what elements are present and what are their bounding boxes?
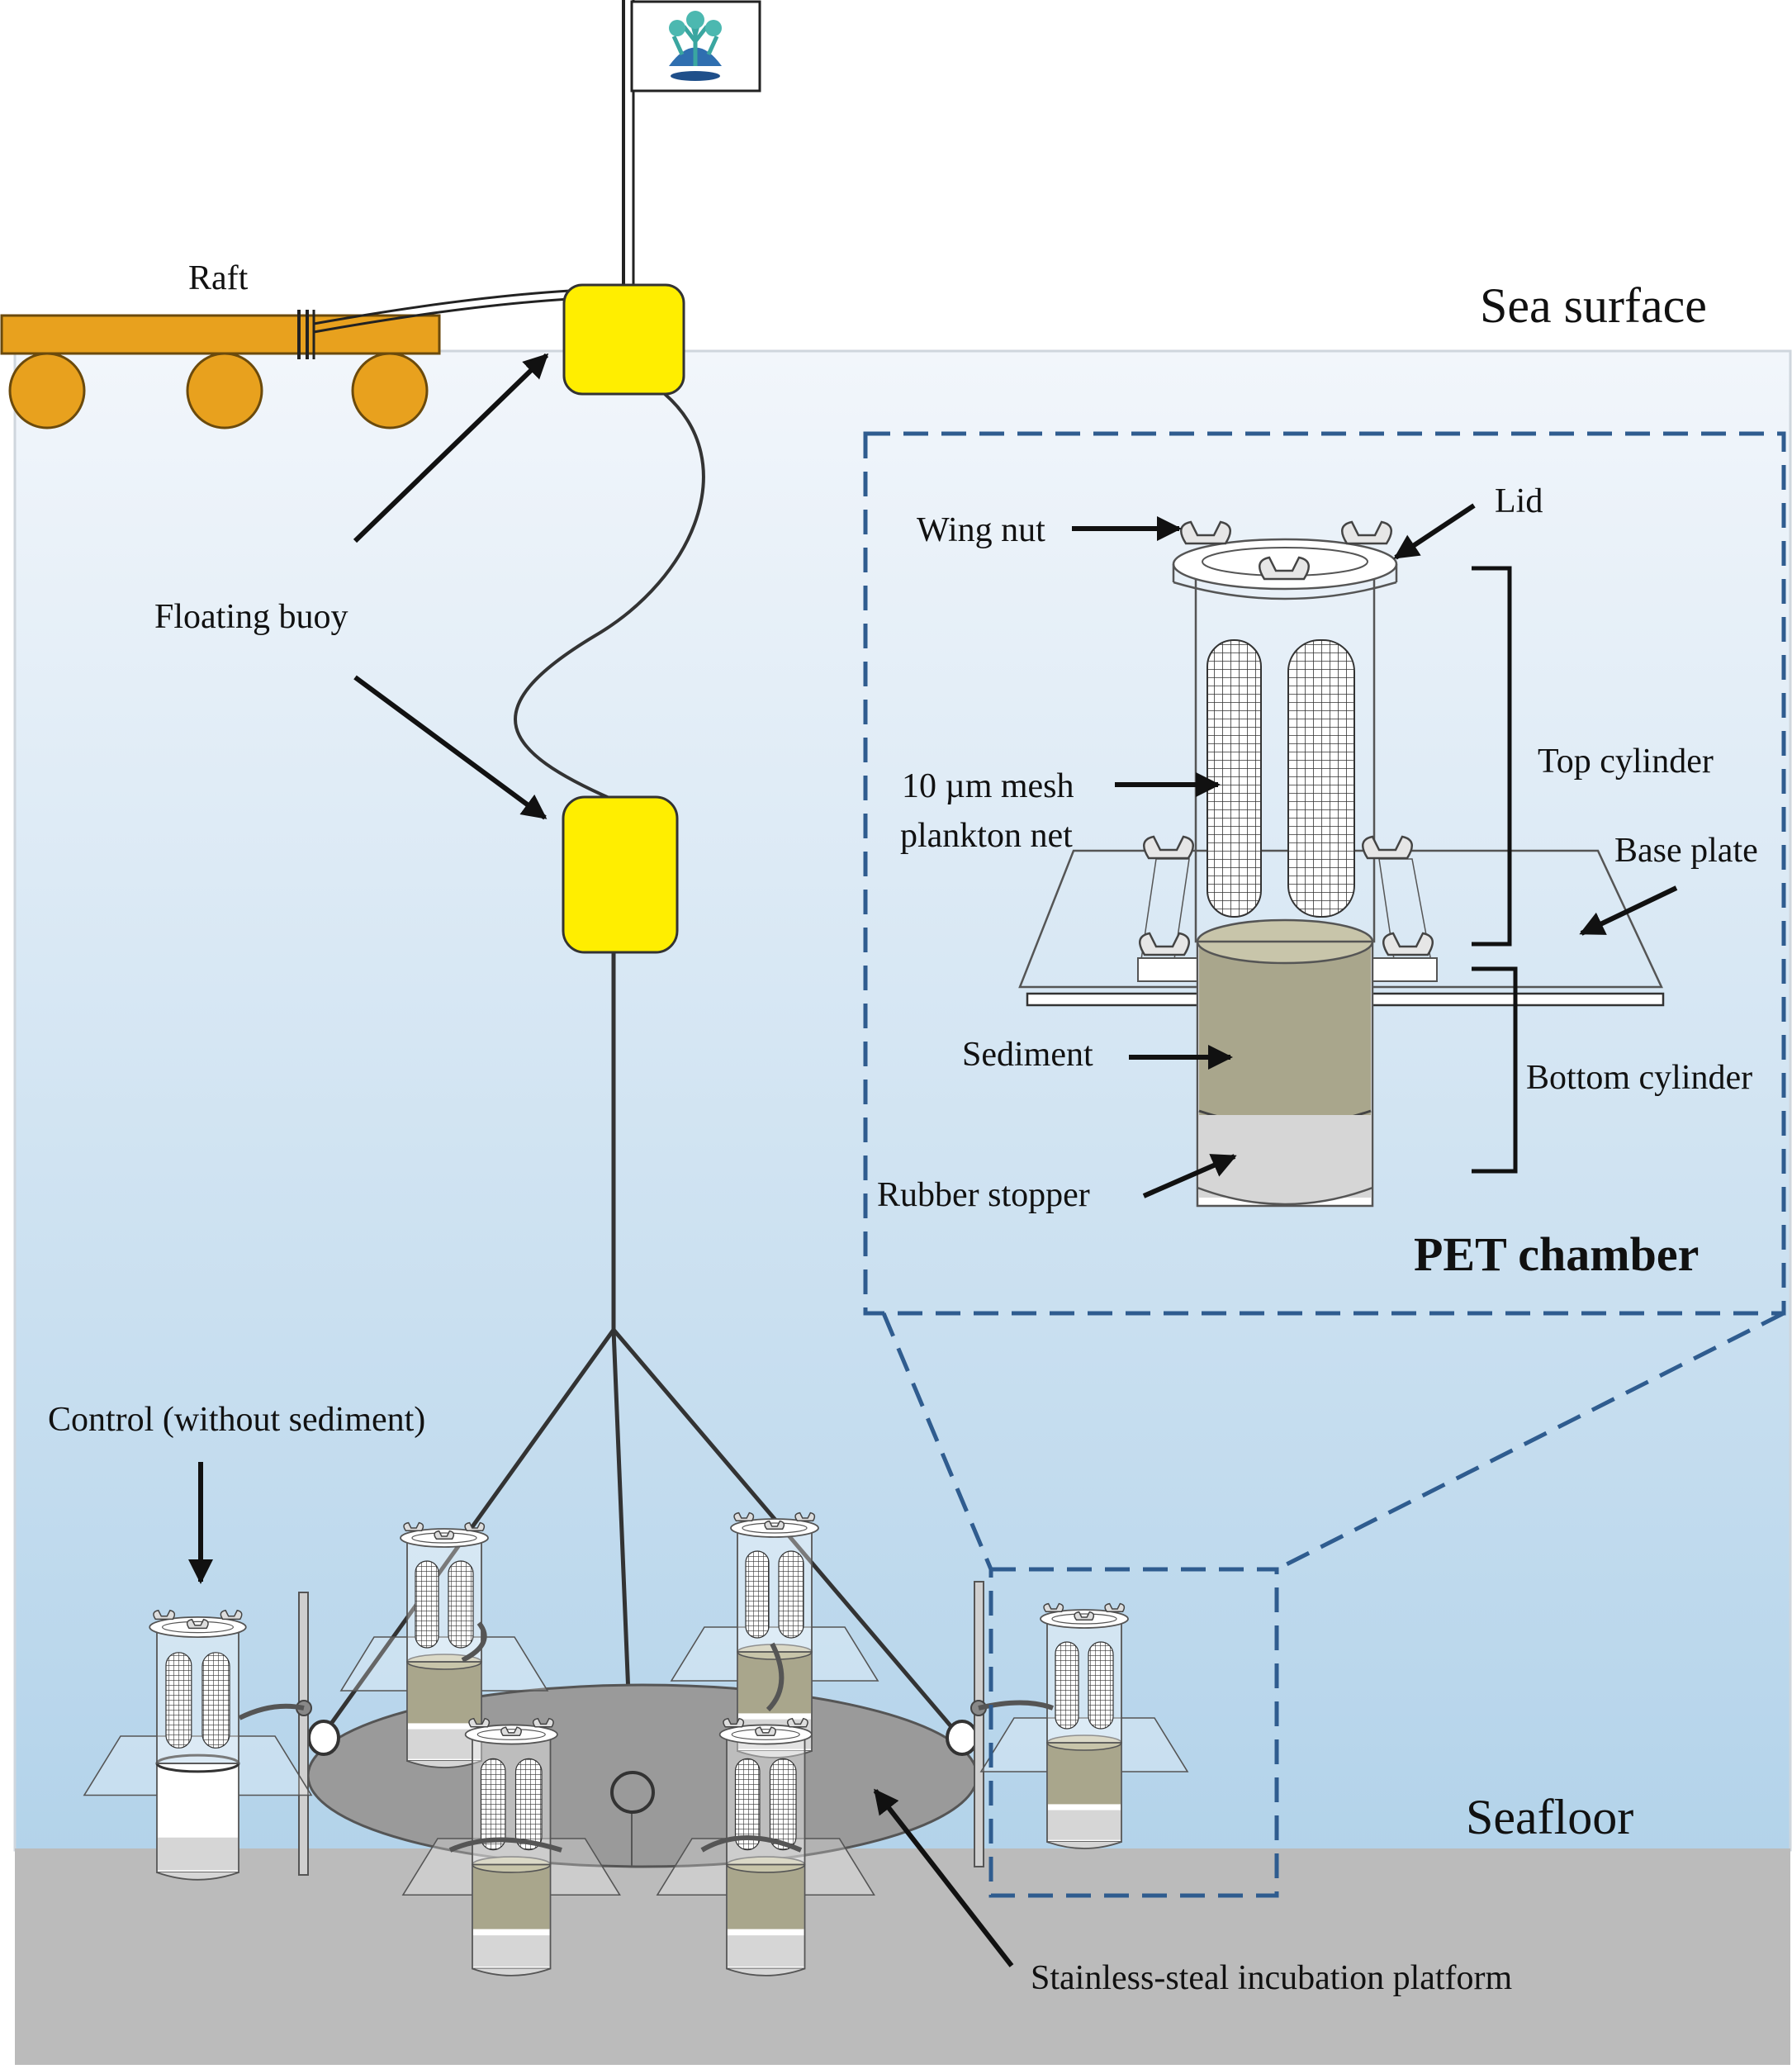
chamber-control (83, 1609, 313, 1881)
label-control: Control (without sediment) (48, 1401, 425, 1439)
label-floating-buoy: Floating buoy (154, 598, 348, 636)
arrow-lower-buoy (353, 675, 548, 820)
detail-wingnut-plate-back-right (1362, 835, 1413, 860)
strap-back-right (766, 1642, 785, 1712)
detail-chamber (1018, 520, 1665, 1208)
chamber-back-left (339, 1521, 549, 1768)
detail-rubber-stopper (1199, 1115, 1371, 1198)
label-top-cylinder: Top cylinder (1538, 743, 1714, 781)
label-base-plate: Base plate (1614, 832, 1758, 870)
arrow-platform (873, 1788, 1014, 1967)
chamber-back-right (670, 1511, 879, 1758)
detail-wingnut-lid-right (1341, 520, 1392, 545)
bottom-cylinder-bracket (1472, 966, 1518, 1174)
pole-right (974, 1581, 984, 1867)
raft-rope (313, 289, 571, 325)
label-sediment: Sediment (962, 1036, 1093, 1074)
arrow-lid (1393, 503, 1476, 560)
strap-back-left (461, 1621, 487, 1663)
top-cylinder-bracket (1472, 566, 1512, 947)
label-platform: Stainless-steal incubation platform (1031, 1959, 1513, 1997)
platform-ring-right (946, 1720, 979, 1756)
upper-buoy (562, 283, 685, 396)
detail-mesh-left (1207, 639, 1262, 918)
raft (0, 310, 441, 429)
buoy-rope (514, 392, 705, 801)
label-rubber-stopper: Rubber stopper (877, 1176, 1090, 1214)
label-pet-chamber: PET chamber (1414, 1227, 1699, 1281)
label-raft: Raft (188, 259, 249, 297)
detail-wingnut-plate-front-left (1139, 932, 1190, 956)
strap-control (238, 1703, 305, 1720)
strap-callout (978, 1700, 1055, 1711)
label-wing-nut: Wing nut (917, 511, 1045, 549)
arrow-upper-buoy (353, 353, 549, 543)
chamber-callout (979, 1602, 1189, 1849)
detail-wingnut-plate-front-right (1382, 932, 1434, 956)
detail-wingnut-lid-center (1259, 556, 1310, 581)
strap-front-right (700, 1835, 803, 1853)
arrow-rubber-stopper (1142, 1154, 1237, 1198)
label-mesh-line1: 10 µm mesh (902, 767, 1074, 805)
callout-line-right (1275, 1311, 1785, 1572)
detail-wingnut-plate-back-left (1143, 835, 1194, 860)
sea-water (13, 349, 1792, 1852)
detail-base-plate (1018, 849, 1663, 989)
lower-buoy (562, 795, 679, 954)
mangrove-logo-icon (669, 11, 722, 81)
label-sea-surface: Sea surface (1480, 278, 1707, 333)
raft-rope-2 (313, 297, 571, 334)
label-lid: Lid (1495, 482, 1543, 520)
seafloor-ground (15, 1848, 1790, 2065)
label-bottom-cylinder: Bottom cylinder (1526, 1059, 1752, 1097)
flag (622, 0, 761, 289)
platform-ring-center (610, 1771, 655, 1814)
detail-mesh-right (1287, 639, 1355, 918)
detail-sediment (1199, 942, 1371, 1119)
pet-chamber-frame (863, 431, 1786, 1316)
arrow-base-plate (1579, 885, 1678, 936)
pole-left (298, 1592, 309, 1876)
label-mesh-line2: plankton net (900, 817, 1073, 855)
chamber-front-right (656, 1717, 875, 1976)
callout-line-left (881, 1312, 993, 1570)
platform-ring-left (307, 1720, 340, 1756)
strap-front-left (448, 1837, 562, 1853)
label-seafloor: Seafloor (1466, 1790, 1633, 1844)
